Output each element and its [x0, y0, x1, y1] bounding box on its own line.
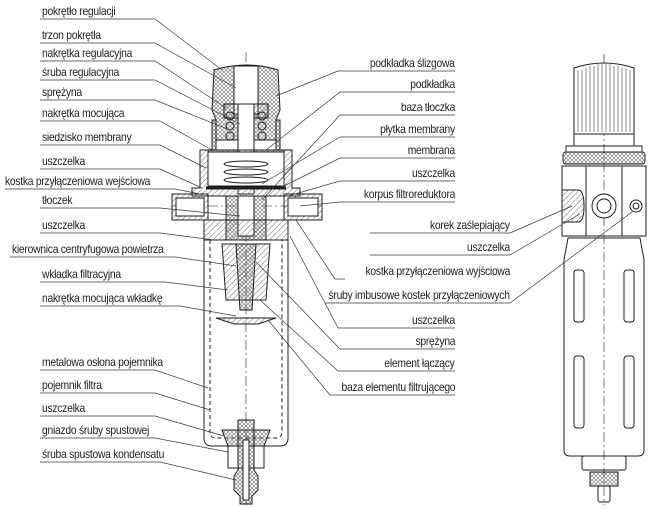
- drain-nozzle: [597, 485, 611, 503]
- body-lower: [203, 219, 289, 241]
- leader-sruba-spustowa: [40, 461, 237, 481]
- knob-knurling: [577, 64, 631, 132]
- label-baza-elementu: baza elementu filtrującego: [341, 380, 455, 394]
- external-knob: [573, 62, 635, 135]
- gauge-port-inner: [596, 198, 612, 214]
- gauge-port: [591, 193, 617, 219]
- label-sprezyna-gorna: sprężyna: [42, 85, 82, 99]
- cross-section-view: [171, 52, 323, 505]
- label-nakretka-wkladki: nakrętka mocująca wkładkę: [42, 291, 163, 305]
- allen-screw-socket: [632, 202, 640, 210]
- leader-nakretka-wkladki: [40, 305, 237, 317]
- label-wkladka-filtracyjna: wkładka filtracyjna: [42, 267, 121, 281]
- leader-uszczelka-1: [40, 168, 203, 189]
- leader-baza-elementu: [267, 319, 455, 396]
- label-sprezyna-dolna: sprężyna: [415, 334, 455, 348]
- label-gniazdo-sruby: gniazdo śruby spustowej: [42, 423, 150, 437]
- label-korek: korek zaślepiający: [430, 218, 510, 232]
- leader-uszczelka-r2: [370, 213, 581, 256]
- allen-screw: [629, 199, 643, 213]
- label-nakretka-mocujaca: nakrętka mocująca: [42, 106, 125, 120]
- leader-pokretlo-regulacji: [40, 18, 223, 71]
- label-korpus: korpus filtroreduktora: [363, 187, 456, 201]
- leader-korpus: [299, 201, 455, 207]
- leader-sprezyna-gorna: [40, 99, 231, 131]
- label-podkladka-slizgowa: podkładka ślizgowa: [370, 56, 455, 70]
- inlet-bore: [175, 197, 205, 217]
- leader-nakretka-mocujaca: [40, 120, 213, 151]
- leader-sruba-regulacyjna: [40, 79, 241, 125]
- label-oslona-pojemnika: metalowa osłona pojemnika: [42, 355, 163, 369]
- leader-uszczelka-r1: [287, 180, 455, 197]
- label-podkladka: podkładka: [410, 77, 455, 91]
- bowl-window: [573, 269, 585, 323]
- leader-wkladka-filtracyjna: [40, 281, 229, 291]
- label-plytka-membrany: płytka membrany: [380, 122, 455, 136]
- label-pojemnik-filtra: pojemnik filtra: [42, 378, 102, 392]
- leader-podkladka: [265, 91, 455, 151]
- label-nakretka-regulacyjna: nakrętka regulacyjna: [42, 46, 133, 60]
- bowl-window: [623, 355, 635, 429]
- label-pokretlo-regulacji: pokrętło regulacji: [42, 4, 116, 18]
- drain-housing: [581, 455, 627, 471]
- leader-podkladka-slizgowa: [275, 70, 455, 97]
- leader-kostka-wejsciowa: [5, 188, 201, 195]
- leader-lines: [5, 18, 633, 481]
- drain-bore: [242, 439, 250, 501]
- label-membrana: membrana: [407, 143, 456, 157]
- leader-oslona-pojemnika: [40, 369, 209, 389]
- panel-nut: [562, 151, 646, 165]
- leader-korek: [370, 205, 573, 234]
- label-siedzisko-membrany: siedzisko membrany: [42, 130, 132, 144]
- leader-siedzisko-membrany: [40, 144, 207, 169]
- centrifugal-deflector: [235, 243, 257, 311]
- label-uszczelka-3: uszczelka: [42, 401, 85, 415]
- leader-trzon-pokretla: [40, 42, 237, 89]
- leader-pojemnik-filtra: [40, 392, 211, 411]
- leader-sruby-imbusowe: [325, 211, 633, 304]
- leader-uszczelka-2: [40, 232, 215, 241]
- label-uszczelka-r1: uszczelka: [412, 166, 455, 180]
- label-tloczek: tłoczek: [42, 193, 73, 207]
- leader-uszczelka-3: [40, 415, 225, 437]
- leader-plytka-membrany: [261, 136, 455, 185]
- leader-sprezyna-dolna: [255, 261, 455, 350]
- filter-element-base: [215, 317, 277, 325]
- bowl-window: [623, 269, 635, 323]
- drain-knob: [589, 471, 619, 487]
- leader-nakretka-regulacyjna: [40, 60, 227, 109]
- outlet-bore: [287, 197, 319, 217]
- label-kostka-wyjsciowa: kostka przyłączeniowa wyjściowa: [365, 264, 510, 278]
- label-uszczelka-r3: uszczelka: [412, 313, 455, 327]
- label-sruba-regulacyjna: śruba regulacyjna: [42, 65, 120, 79]
- leader-uszczelka-r3: [289, 235, 455, 329]
- leader-baza-tloczka: [261, 114, 455, 201]
- label-uszczelka-1: uszczelka: [42, 154, 85, 168]
- label-sruba-spustowa: śruba spustowa kondensatu: [42, 447, 165, 461]
- label-trzon-pokretla: trzon pokrętła: [42, 28, 101, 42]
- external-bowl: [563, 237, 645, 457]
- label-baza-tloczka: baza tłoczka: [400, 100, 456, 114]
- external-view: [561, 54, 647, 505]
- leader-membrana: [279, 157, 455, 189]
- label-element-laczacy: element łączący: [384, 356, 455, 370]
- label-uszczelka-2: uszczelka: [42, 218, 85, 232]
- bowl-window: [573, 355, 585, 429]
- leader-kostka-wyjsciowa: [295, 219, 345, 280]
- label-sruby-imbusowe: śruby imbusowe kostek przyłączeniowych: [328, 288, 510, 302]
- label-uszczelka-r2: uszczelka: [467, 240, 510, 254]
- upper-spring: [225, 111, 267, 141]
- leader-tloczek: [40, 207, 241, 217]
- leader-kierownica: [10, 256, 237, 267]
- label-kostka-wejsciowa: kostka przyłączeniowa wejściowa: [5, 174, 151, 188]
- leader-gniazdo-sruby: [40, 437, 229, 453]
- leader-element-laczacy: [259, 299, 455, 372]
- blanking-plug: [561, 189, 585, 223]
- label-kierownica: kierownica centryfugowa powietrza: [12, 242, 164, 256]
